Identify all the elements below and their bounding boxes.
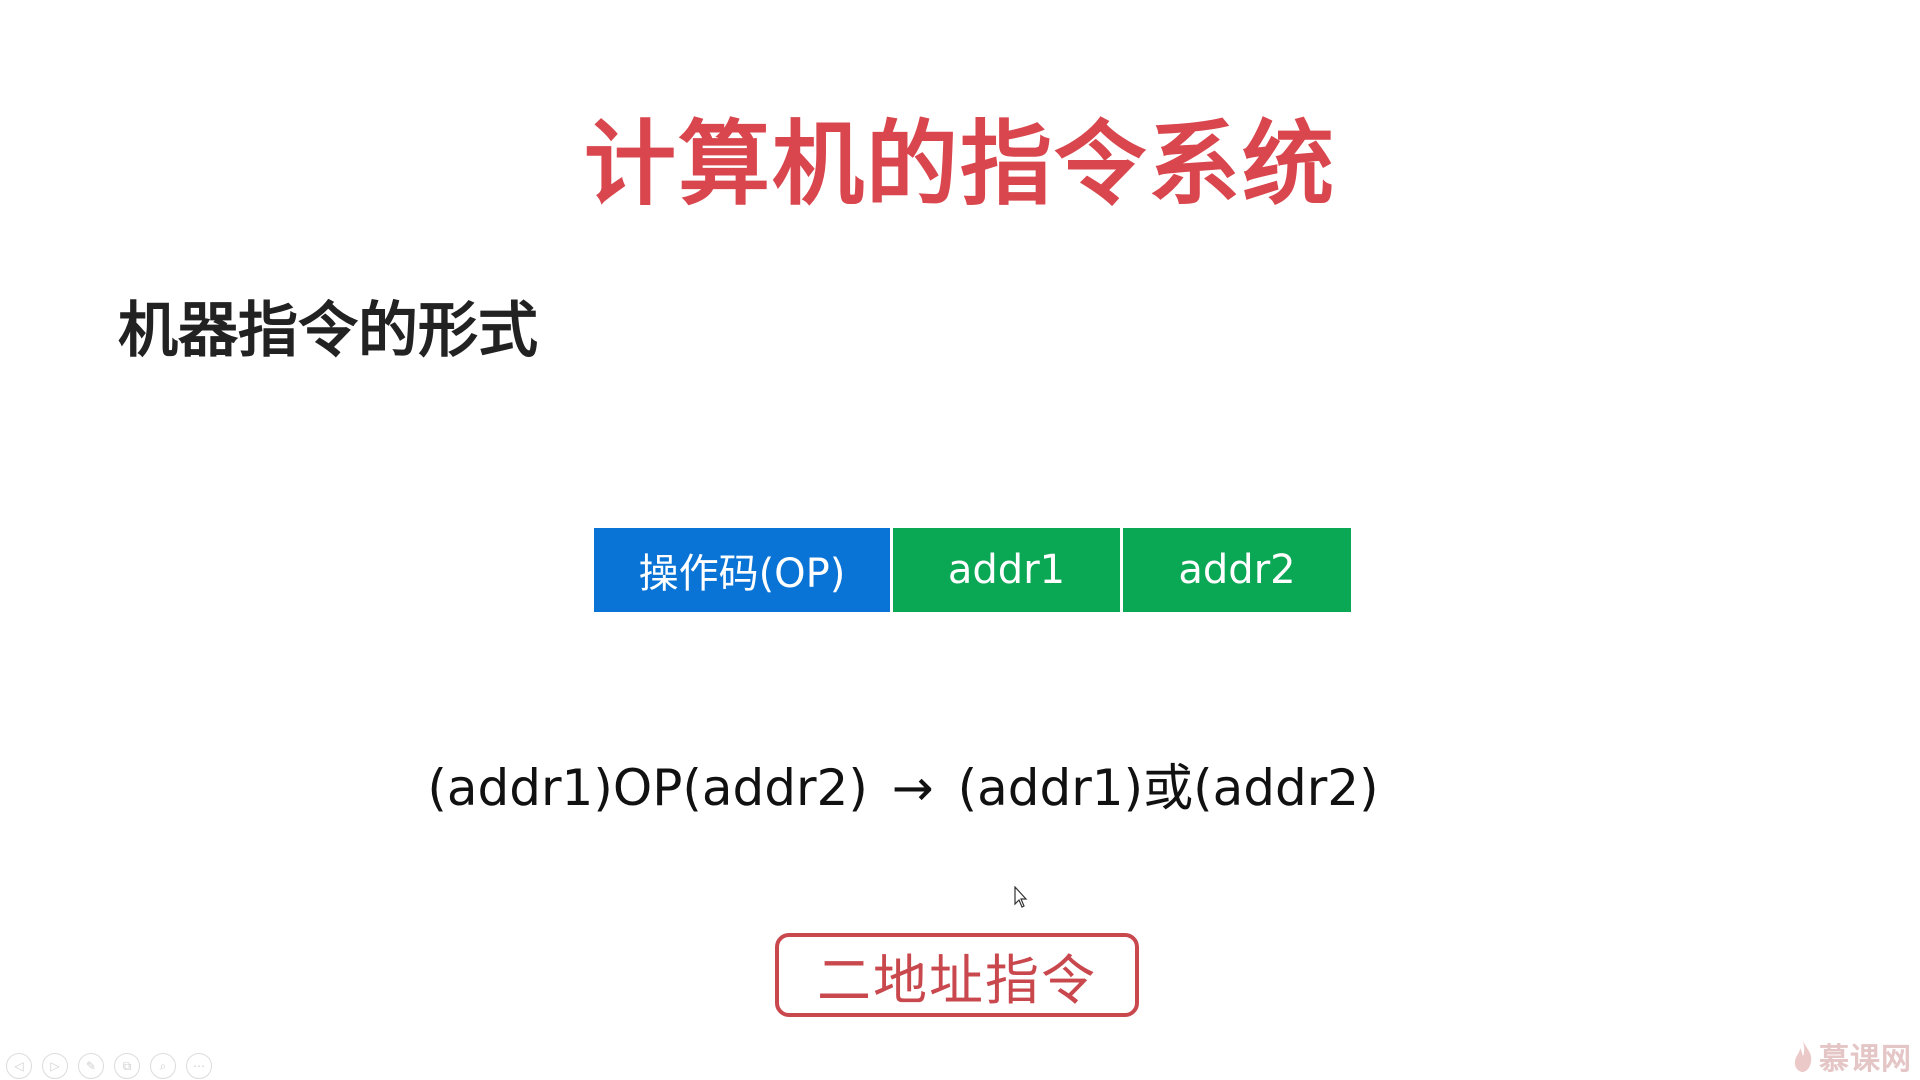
formula-right: (addr1)或(addr2)	[957, 759, 1379, 817]
opcode-field: 操作码(OP)	[594, 528, 890, 612]
arrow-right-icon: →	[891, 759, 934, 817]
more-icon[interactable]: ⋯	[186, 1053, 212, 1079]
formula-left: (addr1)OP(addr2)	[427, 759, 868, 817]
opcode-field-label: 操作码(OP)	[638, 551, 846, 597]
zoom-icon[interactable]: ⌕	[150, 1053, 176, 1079]
watermark-text: 慕课网	[1819, 1042, 1912, 1077]
addr2-field: addr2	[1123, 528, 1351, 612]
mouse-cursor-icon	[1014, 886, 1028, 908]
slideshow-toolbar: ◁ ▷ ✎ ⧉ ⌕ ⋯	[6, 1052, 212, 1080]
play-icon[interactable]: ▷	[42, 1053, 68, 1079]
section-heading: 机器指令的形式	[118, 296, 538, 366]
addr1-field: addr1	[893, 528, 1120, 612]
addr2-field-label: addr2	[1178, 547, 1296, 593]
watermark-logo: 慕课网	[1791, 1036, 1912, 1077]
flame-icon	[1794, 1040, 1812, 1072]
previous-icon[interactable]: ◁	[6, 1053, 32, 1079]
addr1-field-label: addr1	[947, 547, 1066, 593]
slide-title: 计算机的指令系统	[583, 111, 1336, 218]
operation-formula: (addr1)OP(addr2) → (addr1)或(addr2)	[0, 748, 1806, 820]
instruction-type-badge: 二地址指令	[775, 933, 1139, 1017]
slides-icon[interactable]: ⧉	[114, 1053, 140, 1079]
instruction-format-diagram: 操作码(OP) addr1 addr2	[594, 528, 1351, 612]
pen-icon[interactable]: ✎	[78, 1053, 104, 1079]
